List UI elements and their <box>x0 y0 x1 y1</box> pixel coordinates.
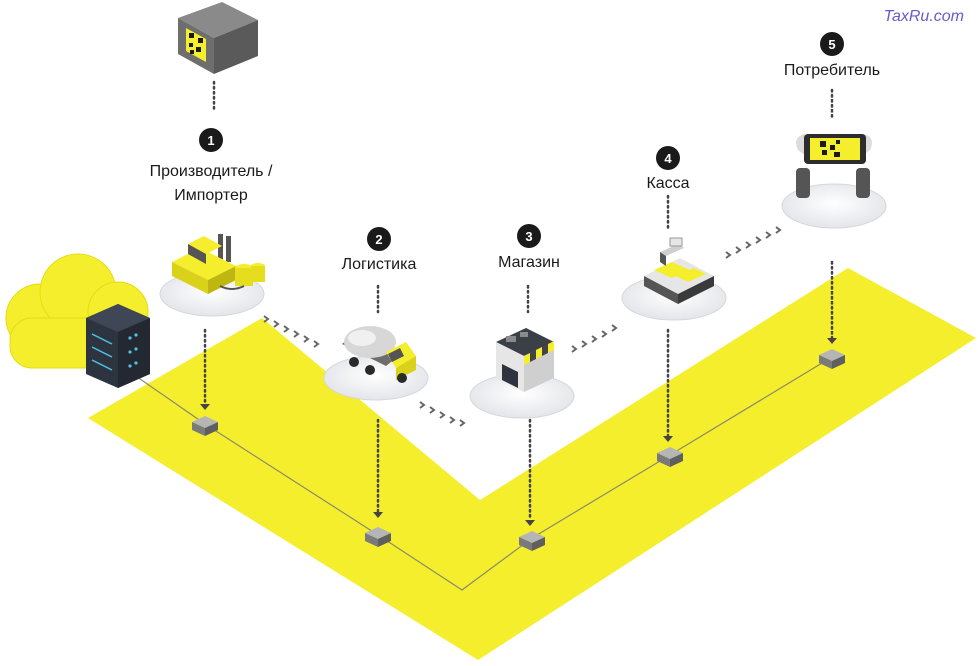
step-3-label: Магазин <box>498 254 560 271</box>
server-rack-icon <box>86 304 150 388</box>
factory-icon <box>172 234 265 294</box>
step-5-badge: 5 <box>820 32 844 56</box>
product-box-icon <box>178 2 258 74</box>
step-1-badge: 1 <box>199 128 223 152</box>
yellow-platform <box>88 268 976 660</box>
watermark: TaxRu.com <box>883 8 964 25</box>
step-4-badge: 4 <box>656 146 680 170</box>
vertical-dotted-lines <box>203 80 834 522</box>
step-1-label-line2: Импортер <box>174 187 248 204</box>
step-3-badge: 3 <box>517 224 541 248</box>
cash-register-icon <box>644 237 714 304</box>
flow-chevrons <box>263 226 782 427</box>
step-2-badge: 2 <box>367 227 391 251</box>
step-2-label: Логистика <box>341 256 417 273</box>
smartphone-scan-icon <box>796 134 872 198</box>
step-4-label: Касса <box>646 175 690 192</box>
store-icon <box>496 328 554 392</box>
step-1-label: Производитель / Импортер <box>150 160 273 208</box>
drop-arrow-tips <box>200 338 837 526</box>
step-5-label: Потребитель <box>783 62 881 79</box>
blockchain-node-icon <box>192 349 845 551</box>
step-1-label-line1: Производитель / <box>149 163 273 180</box>
tanker-truck-icon <box>342 326 416 383</box>
